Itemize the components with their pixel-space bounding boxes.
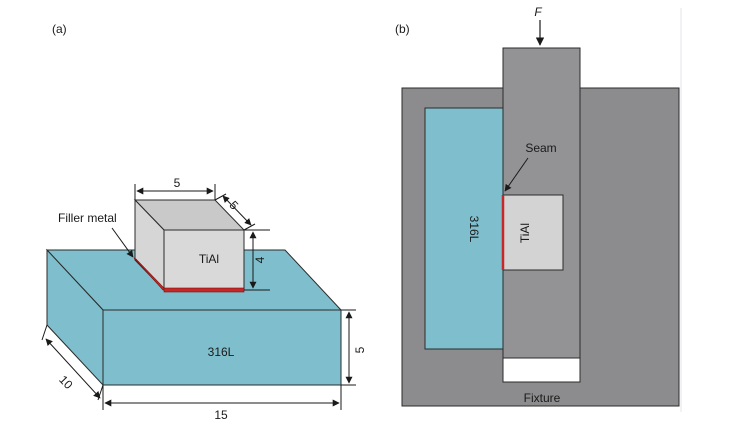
base-front-face (102, 309, 342, 386)
filler-pointer-arrow (111, 227, 134, 258)
dim-base-depth-value: 10 (56, 373, 76, 393)
top-material-label: TiAl (199, 252, 219, 266)
cube-front-face (163, 229, 245, 291)
dim-base-height-value: 5 (353, 346, 367, 353)
dim-base-width (102, 385, 342, 410)
seam-pointer-arrow (504, 157, 529, 192)
dim-base-width-value: 15 (214, 408, 228, 422)
force-label: F (534, 5, 542, 19)
specimen-316l (424, 107, 504, 350)
seam-label: Seam (525, 141, 556, 155)
right-material-label: TiAl (518, 223, 532, 243)
filler-metal-label: Filler metal (58, 211, 117, 225)
fixture-label: Fixture (524, 391, 561, 405)
panel-a: (a) 316L TiAl Filler metal 5 (41, 22, 367, 422)
dim-top-width (134, 184, 216, 200)
panel-a-label: (a) (52, 22, 67, 36)
dim-top-width-value: 5 (174, 176, 181, 190)
filler-metal-front (163, 287, 245, 293)
dim-top-height (244, 229, 270, 291)
left-material-label: 316L (467, 216, 481, 243)
dim-base-depth (41, 324, 104, 401)
fixture-gap (502, 357, 581, 383)
panel-b: (b) 316L TiAl Seam F Fixture (395, 5, 682, 412)
dim-top-depth-value: 5 (227, 198, 242, 213)
dim-base-height (341, 309, 356, 386)
panel-b-label: (b) (395, 22, 410, 36)
dim-top-depth (214, 193, 256, 231)
specimen-tial (502, 194, 564, 271)
dim-top-height-value: 4 (253, 256, 267, 263)
base-material-label: 316L (208, 345, 235, 359)
